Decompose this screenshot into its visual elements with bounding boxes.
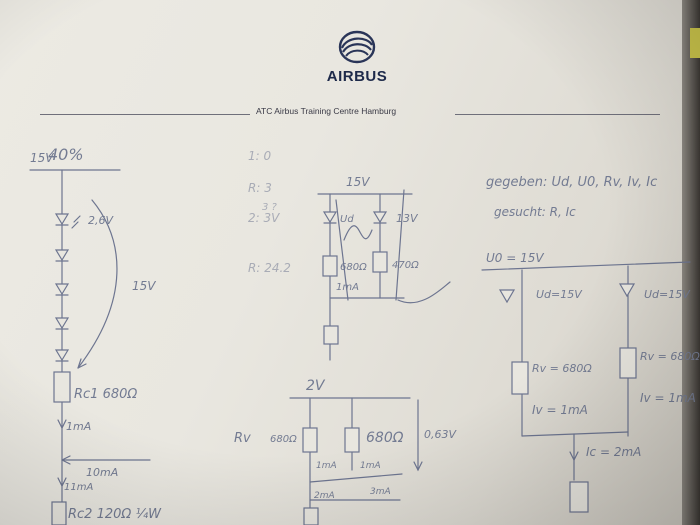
rv-label: Rv: [234, 431, 251, 446]
middle-led-left-label: Ud: [340, 214, 354, 225]
right-resistor-left: [511, 361, 529, 395]
middle-supply-label: 15V: [346, 175, 370, 189]
given-note: gegeben: Ud, U0, Rv, Iv, Ic: [486, 175, 657, 190]
middle-r-left-label: 680Ω: [340, 262, 367, 273]
middle-led-right-label: 13V: [396, 212, 419, 225]
left-circuit: 15V 2,6V 15V Rc1 680Ω 1mA 10mA: [29, 151, 162, 525]
percent-note: 40%: [48, 145, 84, 164]
header-rule-left: [40, 114, 250, 115]
lower-circuit: 2V Rv 680Ω 680Ω 0,63V 1mA 1mA 2mA 3mA: [234, 378, 457, 525]
right-i-right-label: Iv = 1mA: [640, 391, 696, 405]
lower-supply-label: 2V: [306, 378, 326, 394]
span-voltage-label: 15V: [132, 279, 156, 293]
right-resistor-right: [619, 347, 637, 379]
lower-current-right: 1mA: [360, 461, 381, 471]
rc2-label: Rc2 120Ω ¼W: [68, 507, 162, 522]
right-led-left-label: Ud=15V: [536, 288, 583, 301]
right-resistor-bottom: [569, 481, 589, 513]
lower-resistor-bottom: [303, 507, 319, 525]
lower-voltage-label: 0,63V: [424, 428, 457, 441]
middle-r-right-label: 470Ω: [392, 260, 419, 271]
lower-resistor-right: [344, 427, 360, 453]
lower-r-right-label: 680Ω: [366, 430, 404, 446]
resistor-rc2: [51, 501, 67, 525]
right-r-left-label: Rv = 680Ω: [532, 362, 592, 375]
right-i-total-label: Ic = 2mA: [586, 445, 641, 459]
rc1-label: Rc1 680Ω: [74, 387, 137, 402]
yellow-object: [690, 28, 700, 58]
lower-current-sum: 2mA: [314, 491, 335, 501]
right-i-left-label: Iv = 1mA: [532, 403, 588, 417]
airbus-wordmark: AIRBUS: [326, 68, 388, 85]
right-led-left: [498, 289, 516, 304]
right-led-right: [618, 283, 636, 298]
resistor-rc1: [53, 371, 71, 403]
lower-resistor-left: [302, 427, 318, 453]
left-current-1: 1mA: [66, 420, 91, 433]
right-r-right-label: Rv = 680Ω: [640, 350, 700, 363]
faint-mark-4: 2: 3V: [248, 211, 280, 225]
right-supply-label: U0 = 15V: [486, 251, 544, 265]
paper-edge: [682, 0, 700, 525]
lower-r-left-label: 680Ω: [270, 434, 297, 445]
header-rule-right: [455, 114, 660, 115]
left-supply-label: 15V: [30, 151, 54, 165]
middle-resistor-right: [372, 251, 388, 273]
left-current-3: 11mA: [64, 482, 93, 493]
middle-resistor-bottom: [323, 325, 339, 345]
led-chain: [54, 213, 70, 362]
header-title: ATC Airbus Training Centre Hamburg: [256, 106, 397, 116]
faint-mark-3: 3 ?: [262, 202, 278, 213]
middle-current-label: 1mA: [336, 282, 359, 293]
middle-resistor-left: [322, 255, 338, 277]
airbus-swirl-icon: [338, 30, 376, 64]
lower-current-left: 1mA: [316, 461, 337, 471]
wanted-note: gesucht: R, Ic: [494, 205, 576, 219]
left-current-2: 10mA: [86, 466, 118, 479]
faint-mark-2: R: 3: [248, 181, 272, 195]
lower-current-total: 3mA: [370, 487, 391, 497]
faint-mark-1: 1: 0: [248, 149, 271, 163]
led-voltage-label: 2,6V: [88, 214, 114, 227]
middle-circuit: 15V Ud 13V 680Ω 470Ω 1mA: [317, 175, 451, 361]
right-led-right-label: Ud=15V: [644, 288, 691, 301]
faint-mark-5: R: 24.2: [248, 261, 291, 275]
airbus-logo: AIRBUS: [318, 28, 396, 85]
right-circuit: U0 = 15V Ud=15V Ud=15V Rv = 680Ω Rv = 68…: [481, 251, 700, 513]
